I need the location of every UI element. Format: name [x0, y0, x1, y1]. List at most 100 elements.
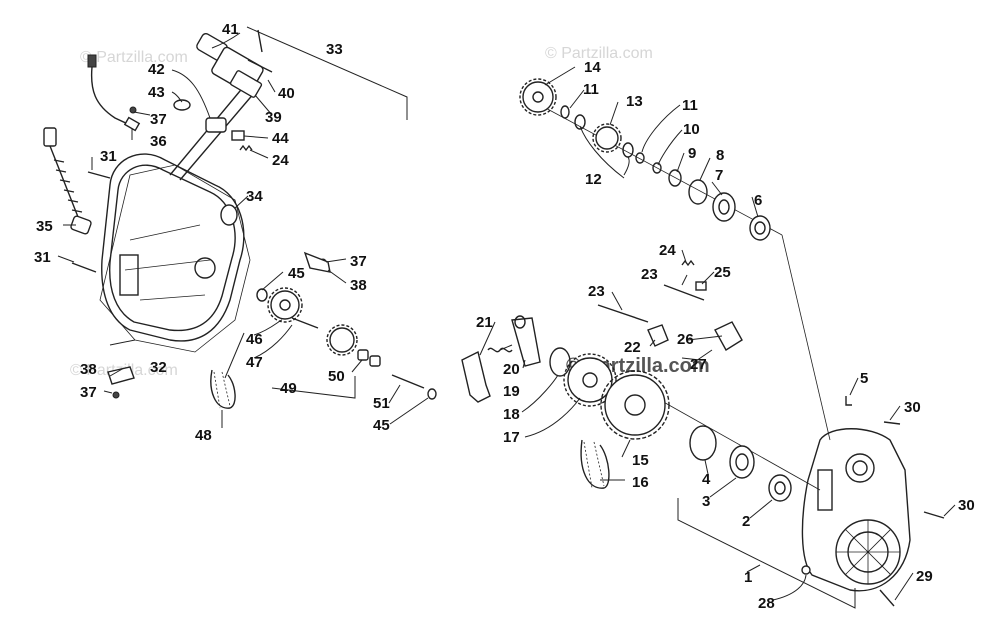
callout-42: 42 [148, 61, 165, 78]
callout-38: 38 [80, 361, 97, 378]
callout-15: 15 [632, 452, 649, 469]
stopper [695, 281, 707, 291]
callout-11: 11 [682, 97, 698, 114]
callout-47: 47 [246, 354, 263, 371]
callout-43: 43 [148, 84, 165, 101]
callout-19: 19 [503, 383, 520, 400]
actuator-motor [196, 29, 273, 98]
axis-line [781, 234, 831, 441]
shift-rod [597, 304, 649, 323]
callout-38: 38 [350, 277, 367, 294]
gasket [99, 164, 251, 353]
oil-seal [749, 215, 771, 241]
driven-gear [326, 324, 381, 367]
gear [519, 78, 557, 116]
callout-39: 39 [265, 109, 282, 126]
callout-44: 44 [272, 130, 289, 147]
callout-30: 30 [958, 497, 975, 514]
circlip [635, 152, 645, 164]
callout-37: 37 [80, 384, 97, 401]
callout-45: 45 [288, 265, 305, 282]
o-ring [173, 99, 191, 111]
o-ring [689, 425, 717, 461]
spring [239, 144, 253, 152]
oil-seal [220, 204, 238, 226]
callout-12: 12 [585, 171, 602, 188]
callout-27: 27 [690, 356, 707, 373]
callout-2: 2 [742, 513, 750, 530]
callout-7: 7 [715, 167, 723, 184]
gearcase-housing [801, 428, 911, 592]
group-bracket [677, 498, 856, 609]
washer [427, 388, 437, 400]
callout-51: 51 [373, 395, 390, 412]
callout-9: 9 [688, 145, 696, 162]
gear [592, 123, 622, 153]
washer [574, 114, 586, 130]
callout-4: 4 [702, 471, 711, 488]
callout-49: 49 [280, 380, 297, 397]
callout-6: 6 [754, 192, 762, 209]
bearing [712, 192, 736, 222]
callout-37: 37 [350, 253, 367, 270]
callout-33: 33 [326, 41, 343, 58]
bearing [729, 445, 755, 479]
callout-40: 40 [278, 85, 295, 102]
callout-35: 35 [36, 218, 53, 235]
speed-sensor [87, 54, 141, 132]
snap-ring [549, 347, 571, 377]
callout-37: 37 [150, 111, 167, 128]
bolt [71, 262, 97, 273]
callout-31: 31 [34, 249, 51, 266]
callout-48: 48 [195, 427, 212, 444]
shaft [291, 317, 319, 329]
large-sprocket [600, 370, 670, 440]
callout-31: 31 [100, 148, 117, 165]
left-cover-housing [101, 153, 245, 342]
drive-chain [580, 439, 610, 489]
callout-16: 16 [632, 474, 649, 491]
screw [129, 106, 137, 114]
spring [681, 259, 695, 267]
shift-fork [647, 324, 669, 347]
callout-3: 3 [702, 493, 710, 510]
shift-fork [714, 321, 743, 351]
cam-arm [511, 317, 541, 367]
circlip [652, 162, 662, 174]
callout-46: 46 [246, 331, 263, 348]
shift-rod [663, 284, 705, 301]
callout-26: 26 [677, 331, 694, 348]
callout-17: 17 [503, 429, 520, 446]
o-ring [688, 179, 708, 205]
callout-23: 23 [588, 283, 605, 300]
callout-5: 5 [860, 370, 868, 387]
callout-24: 24 [659, 242, 676, 259]
vent-fitting [845, 396, 852, 406]
bolt [923, 511, 945, 519]
callout-22: 22 [624, 339, 641, 356]
callout-41: 41 [222, 21, 239, 38]
callout-18: 18 [503, 406, 520, 423]
drive-chain [210, 369, 236, 409]
callout-34: 34 [246, 188, 263, 205]
drive-coupler [205, 117, 227, 133]
callout-20: 20 [503, 361, 520, 378]
pin [391, 374, 425, 389]
callout-29: 29 [916, 568, 933, 585]
circlip [560, 105, 570, 119]
callout-25: 25 [714, 264, 731, 281]
callout-45: 45 [373, 417, 390, 434]
gear [563, 353, 617, 407]
bolt [883, 421, 901, 425]
callout-14: 14 [584, 59, 601, 76]
callout-30: 30 [904, 399, 921, 416]
shift-lever [461, 350, 491, 403]
callout-21: 21 [476, 314, 493, 331]
callout-8: 8 [716, 147, 724, 164]
sprocket [267, 287, 303, 323]
watermark: © Partzilla.com [545, 45, 653, 62]
drain-plug [801, 565, 811, 575]
washer [256, 288, 268, 302]
